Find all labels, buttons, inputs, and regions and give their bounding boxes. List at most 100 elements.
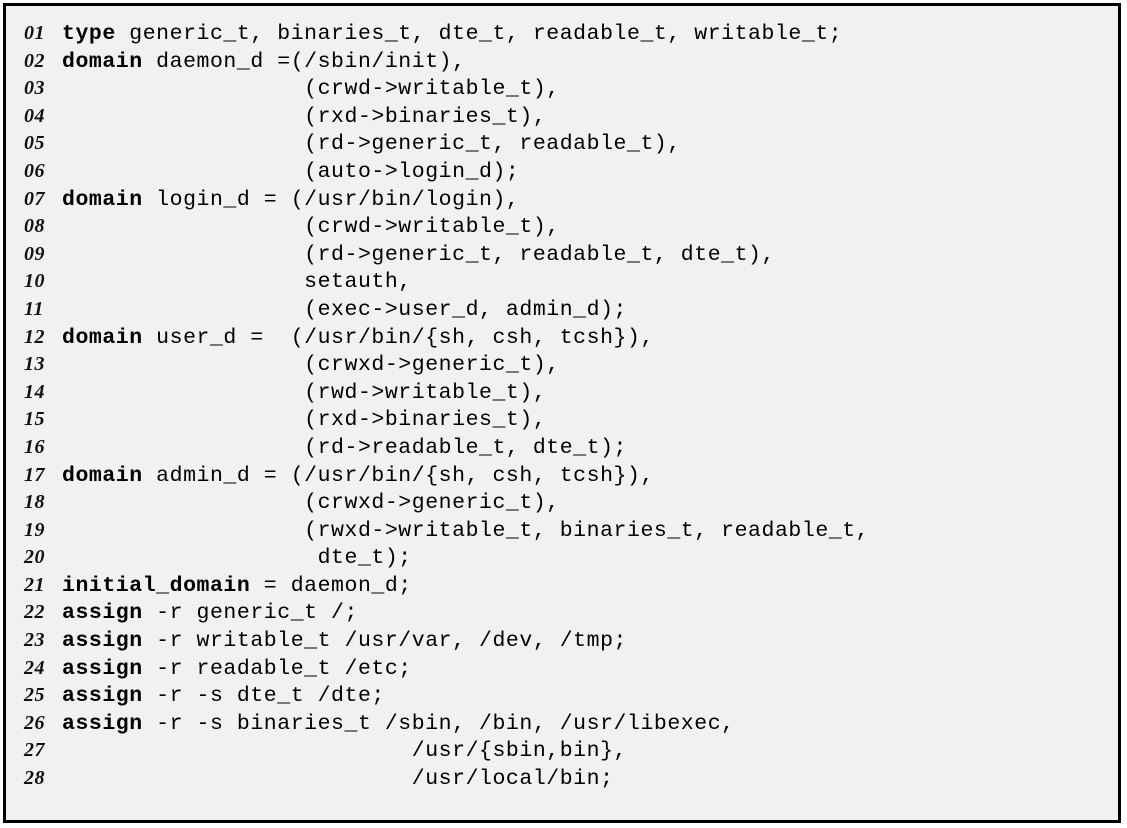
- line-number: 21: [24, 573, 45, 596]
- code-line: 14 (rwd->writable_t),: [6, 379, 1118, 407]
- code-rest: daemon_d =(/sbin/init),: [142, 49, 466, 74]
- line-number: 23: [24, 629, 45, 652]
- code-line: 12 domain user_d = (/usr/bin/{sh, csh, tc…: [6, 324, 1118, 352]
- code-rest: (rwd->writable_t),: [62, 380, 547, 405]
- code-line-text: domain daemon_d =(/sbin/init),: [62, 49, 466, 77]
- code-rest: generic_t, binaries_t, dte_t, readable_t…: [115, 22, 843, 46]
- code-line: 25 assign -r -s dte_t /dte;: [6, 682, 1118, 710]
- code-keyword: domain: [62, 49, 143, 74]
- code-rest: -r writable_t /usr/var, /dev, /tmp;: [142, 629, 627, 654]
- code-line-text: (crwd->writable_t),: [62, 214, 560, 242]
- code-line-text: (exec->user_d, admin_d);: [62, 297, 627, 325]
- line-number: 24: [24, 656, 45, 679]
- line-number: 27: [24, 739, 45, 762]
- code-line: 07 domain login_d = (/usr/bin/login),: [6, 186, 1118, 214]
- code-line: 09 (rd->generic_t, readable_t, dte_t),: [6, 241, 1118, 269]
- code-rest: -r -s binaries_t /sbin, /bin, /usr/libex…: [142, 711, 735, 736]
- code-rest: -r readable_t /etc;: [142, 656, 412, 681]
- code-line-text: setauth,: [62, 269, 412, 297]
- code-line: 22 assign -r generic_t /;: [6, 599, 1118, 627]
- line-number: 17: [24, 463, 45, 486]
- code-rest: (exec->user_d, admin_d);: [62, 297, 627, 322]
- code-line-text: (rd->readable_t, dte_t);: [62, 435, 627, 463]
- code-line-text: (crwd->writable_t),: [62, 76, 560, 104]
- code-line-text: assign -r -s binaries_t /sbin, /bin, /us…: [62, 711, 735, 739]
- line-number: 22: [24, 601, 45, 624]
- line-number: 15: [24, 408, 45, 431]
- code-line: 18 (crwxd->generic_t),: [6, 489, 1118, 517]
- code-line-text: (rd->generic_t, readable_t),: [62, 131, 681, 159]
- code-line: 23 assign -r writable_t /usr/var, /dev, /…: [6, 627, 1118, 655]
- code-line: 04 (rxd->binaries_t),: [6, 103, 1118, 131]
- code-rest: = daemon_d;: [250, 573, 412, 598]
- code-rest: (auto->login_d);: [62, 159, 520, 184]
- code-rest: (rxd->binaries_t),: [62, 104, 547, 129]
- code-rest: (rd->generic_t, readable_t, dte_t),: [62, 242, 775, 267]
- code-line-text: assign -r -s dte_t /dte;: [62, 683, 385, 711]
- code-line-text: (rwxd->writable_t, binaries_t, readable_…: [62, 518, 869, 546]
- code-line-text: domain admin_d = (/usr/bin/{sh, csh, tcs…: [62, 463, 654, 491]
- line-number: 25: [24, 684, 45, 707]
- code-line: 08 (crwd->writable_t),: [6, 213, 1118, 241]
- code-line: 17 domain admin_d = (/usr/bin/{sh, csh, t…: [6, 462, 1118, 490]
- code-line-text: /usr/local/bin;: [62, 766, 614, 794]
- code-line-text: initial_domain = daemon_d;: [62, 573, 412, 601]
- line-number: 06: [24, 159, 45, 182]
- code-line-text: (crwxd->generic_t),: [62, 352, 560, 380]
- line-number: 13: [24, 353, 45, 376]
- code-rest: (crwxd->generic_t),: [62, 353, 560, 378]
- code-line-text: domain user_d = (/usr/bin/{sh, csh, tcsh…: [62, 325, 654, 353]
- line-number: 19: [24, 518, 45, 541]
- line-number: 07: [24, 187, 45, 210]
- code-line-text: (rwd->writable_t),: [62, 380, 546, 408]
- code-rest: (crwd->writable_t),: [62, 77, 560, 102]
- code-rest: -r -s dte_t /dte;: [142, 684, 385, 709]
- line-number: 11: [24, 297, 44, 320]
- code-keyword: domain: [62, 325, 143, 350]
- code-rest: (rd->generic_t, readable_t),: [62, 132, 681, 157]
- line-number: 04: [24, 104, 45, 127]
- code-keyword: assign: [62, 601, 143, 626]
- code-line-text: /usr/{sbin,bin},: [62, 738, 627, 766]
- code-keyword: initial_domain: [62, 573, 251, 598]
- code-line: 06 (auto->login_d);: [6, 158, 1118, 186]
- line-number: 12: [24, 325, 45, 348]
- code-line-text: assign -r generic_t /;: [62, 600, 358, 628]
- code-rest: setauth,: [62, 270, 412, 295]
- line-number: 08: [24, 215, 45, 238]
- code-line: 10 setauth,: [6, 268, 1118, 296]
- code-line-text: type generic_t, binaries_t, dte_t, reada…: [62, 21, 842, 49]
- code-rest: (crwxd->generic_t),: [62, 491, 560, 516]
- code-line: 20 dte_t);: [6, 544, 1118, 572]
- line-number: 05: [24, 132, 45, 155]
- code-line: 03 (crwd->writable_t),: [6, 75, 1118, 103]
- line-number: 09: [24, 242, 45, 265]
- line-number: 16: [24, 435, 45, 458]
- line-number: 28: [24, 767, 45, 790]
- code-line: 15 (rxd->binaries_t),: [6, 406, 1118, 434]
- code-line: 21 initial_domain = daemon_d;: [6, 572, 1118, 600]
- line-number: 26: [24, 711, 45, 734]
- code-rest: dte_t);: [62, 546, 412, 571]
- code-rest: (rwxd->writable_t, binaries_t, readable_…: [62, 518, 870, 543]
- code-keyword: assign: [62, 684, 143, 709]
- code-keyword: type: [62, 22, 116, 46]
- code-keyword: domain: [62, 463, 143, 488]
- line-number: 14: [24, 380, 45, 403]
- code-line: 13 (crwxd->generic_t),: [6, 351, 1118, 379]
- code-rest: (rd->readable_t, dte_t);: [62, 435, 627, 460]
- code-rest: (crwd->writable_t),: [62, 215, 560, 240]
- code-line-text: domain login_d = (/usr/bin/login),: [62, 187, 519, 215]
- code-keyword: domain: [62, 187, 143, 212]
- code-rest: (rxd->binaries_t),: [62, 408, 547, 433]
- code-keyword: assign: [62, 711, 143, 736]
- code-line-text: (auto->login_d);: [62, 159, 519, 187]
- code-line: 16 (rd->readable_t, dte_t);: [6, 434, 1118, 462]
- code-line-text: assign -r writable_t /usr/var, /dev, /tm…: [62, 628, 627, 656]
- code-line: 27 /usr/{sbin,bin},: [6, 737, 1118, 765]
- line-number: 20: [24, 546, 45, 569]
